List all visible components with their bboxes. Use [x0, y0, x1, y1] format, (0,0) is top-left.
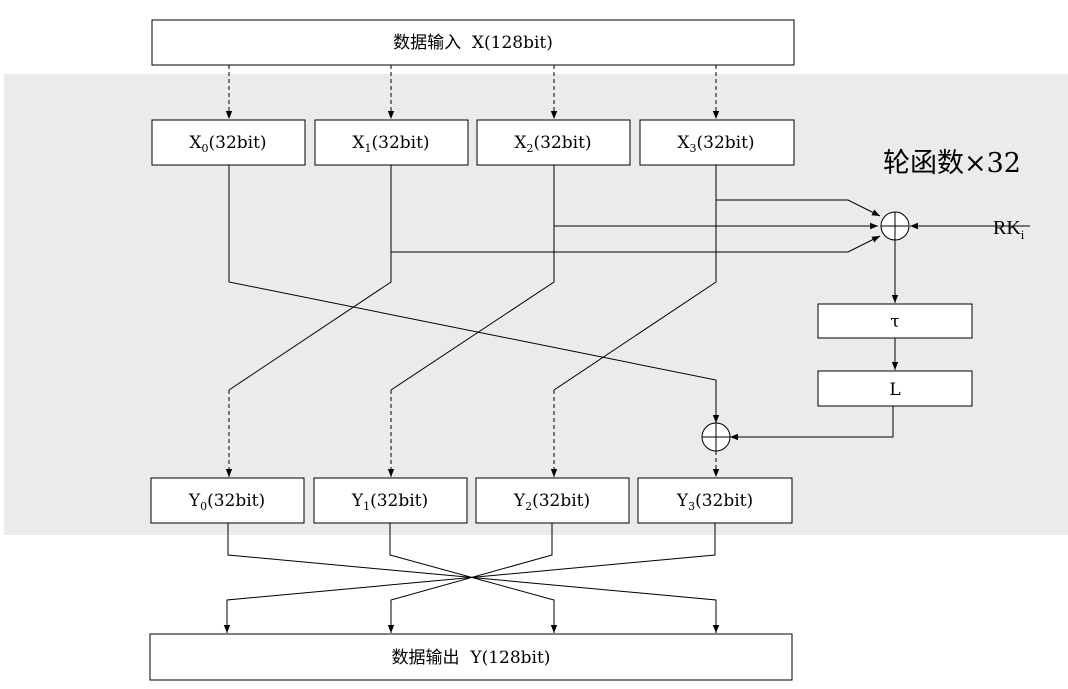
y0-name: Y — [188, 491, 201, 511]
round-key-sub: i — [1021, 227, 1025, 242]
y0-box: Y0(32bit) — [150, 477, 305, 524]
round-function-label: 轮函数×32 — [883, 148, 1021, 179]
x1-box: X1(32bit) — [314, 119, 469, 166]
input-split-arrows — [225, 65, 720, 119]
svg-text:X3(32bit): X3(32bit) — [677, 133, 754, 155]
y3-box: Y3(32bit) — [637, 477, 793, 524]
y3-sub: 3 — [688, 500, 695, 513]
x0-suffix: (32bit) — [209, 133, 267, 153]
svg-text:RKi: RKi — [993, 217, 1025, 242]
svg-text:X1(32bit): X1(32bit) — [352, 133, 429, 155]
y2-box: Y2(32bit) — [475, 477, 630, 524]
data-input-box: 数据输入 X(128bit) — [151, 19, 795, 66]
word-shift-lines — [225, 165, 720, 477]
x0-to-xor-line — [228, 165, 720, 423]
y1-sub: 1 — [363, 500, 370, 513]
x1-suffix: (32bit) — [372, 133, 430, 153]
x2-box: X2(32bit) — [476, 119, 631, 166]
reverse-permutation-lines — [223, 523, 720, 633]
svg-text:Y0(32bit): Y0(32bit) — [188, 491, 265, 513]
linear-box: L — [817, 370, 973, 407]
l-to-xor-arrow — [730, 406, 894, 441]
round-key-name: RK — [993, 217, 1021, 239]
output-xor-icon — [701, 422, 731, 452]
x0-box: X0(32bit) — [151, 119, 306, 166]
x2-suffix: (32bit) — [534, 133, 592, 153]
data-input-label: 数据输入 X(128bit) — [393, 33, 553, 53]
x3-suffix: (32bit) — [697, 133, 755, 153]
linear-label: L — [889, 380, 900, 400]
tau-box: τ — [817, 303, 973, 339]
x3-box: X3(32bit) — [639, 119, 795, 166]
data-output-label: 数据输出 Y(128bit) — [392, 648, 551, 668]
x1-sub: 1 — [365, 142, 372, 155]
y0-sub: 0 — [200, 500, 207, 513]
x0-sub: 0 — [202, 142, 209, 155]
svg-text:X0(32bit): X0(32bit) — [189, 133, 266, 155]
svg-text:Y2(32bit): Y2(32bit) — [513, 491, 590, 513]
svg-text:Y1(32bit): Y1(32bit) — [351, 491, 428, 513]
y2-name: Y — [513, 491, 526, 511]
x0-name: X — [189, 133, 202, 153]
y2-sub: 2 — [525, 500, 532, 513]
y1-name: Y — [351, 491, 364, 511]
x2-name: X — [514, 133, 527, 153]
y1-suffix: (32bit) — [370, 491, 428, 511]
x3-name: X — [677, 133, 690, 153]
data-output-box: 数据输出 Y(128bit) — [149, 633, 793, 681]
y3-suffix: (32bit) — [695, 491, 753, 511]
svg-text:X2(32bit): X2(32bit) — [514, 133, 591, 155]
svg-text:Y3(32bit): Y3(32bit) — [676, 491, 753, 513]
round-xor-icon — [880, 211, 910, 241]
y0-suffix: (32bit) — [207, 491, 265, 511]
tau-label: τ — [890, 312, 899, 332]
x1-name: X — [352, 133, 365, 153]
y1-box: Y1(32bit) — [313, 477, 468, 524]
x2-sub: 2 — [527, 142, 534, 155]
y2-suffix: (32bit) — [532, 491, 590, 511]
x3-sub: 3 — [690, 142, 697, 155]
y3-name: Y — [676, 491, 689, 511]
